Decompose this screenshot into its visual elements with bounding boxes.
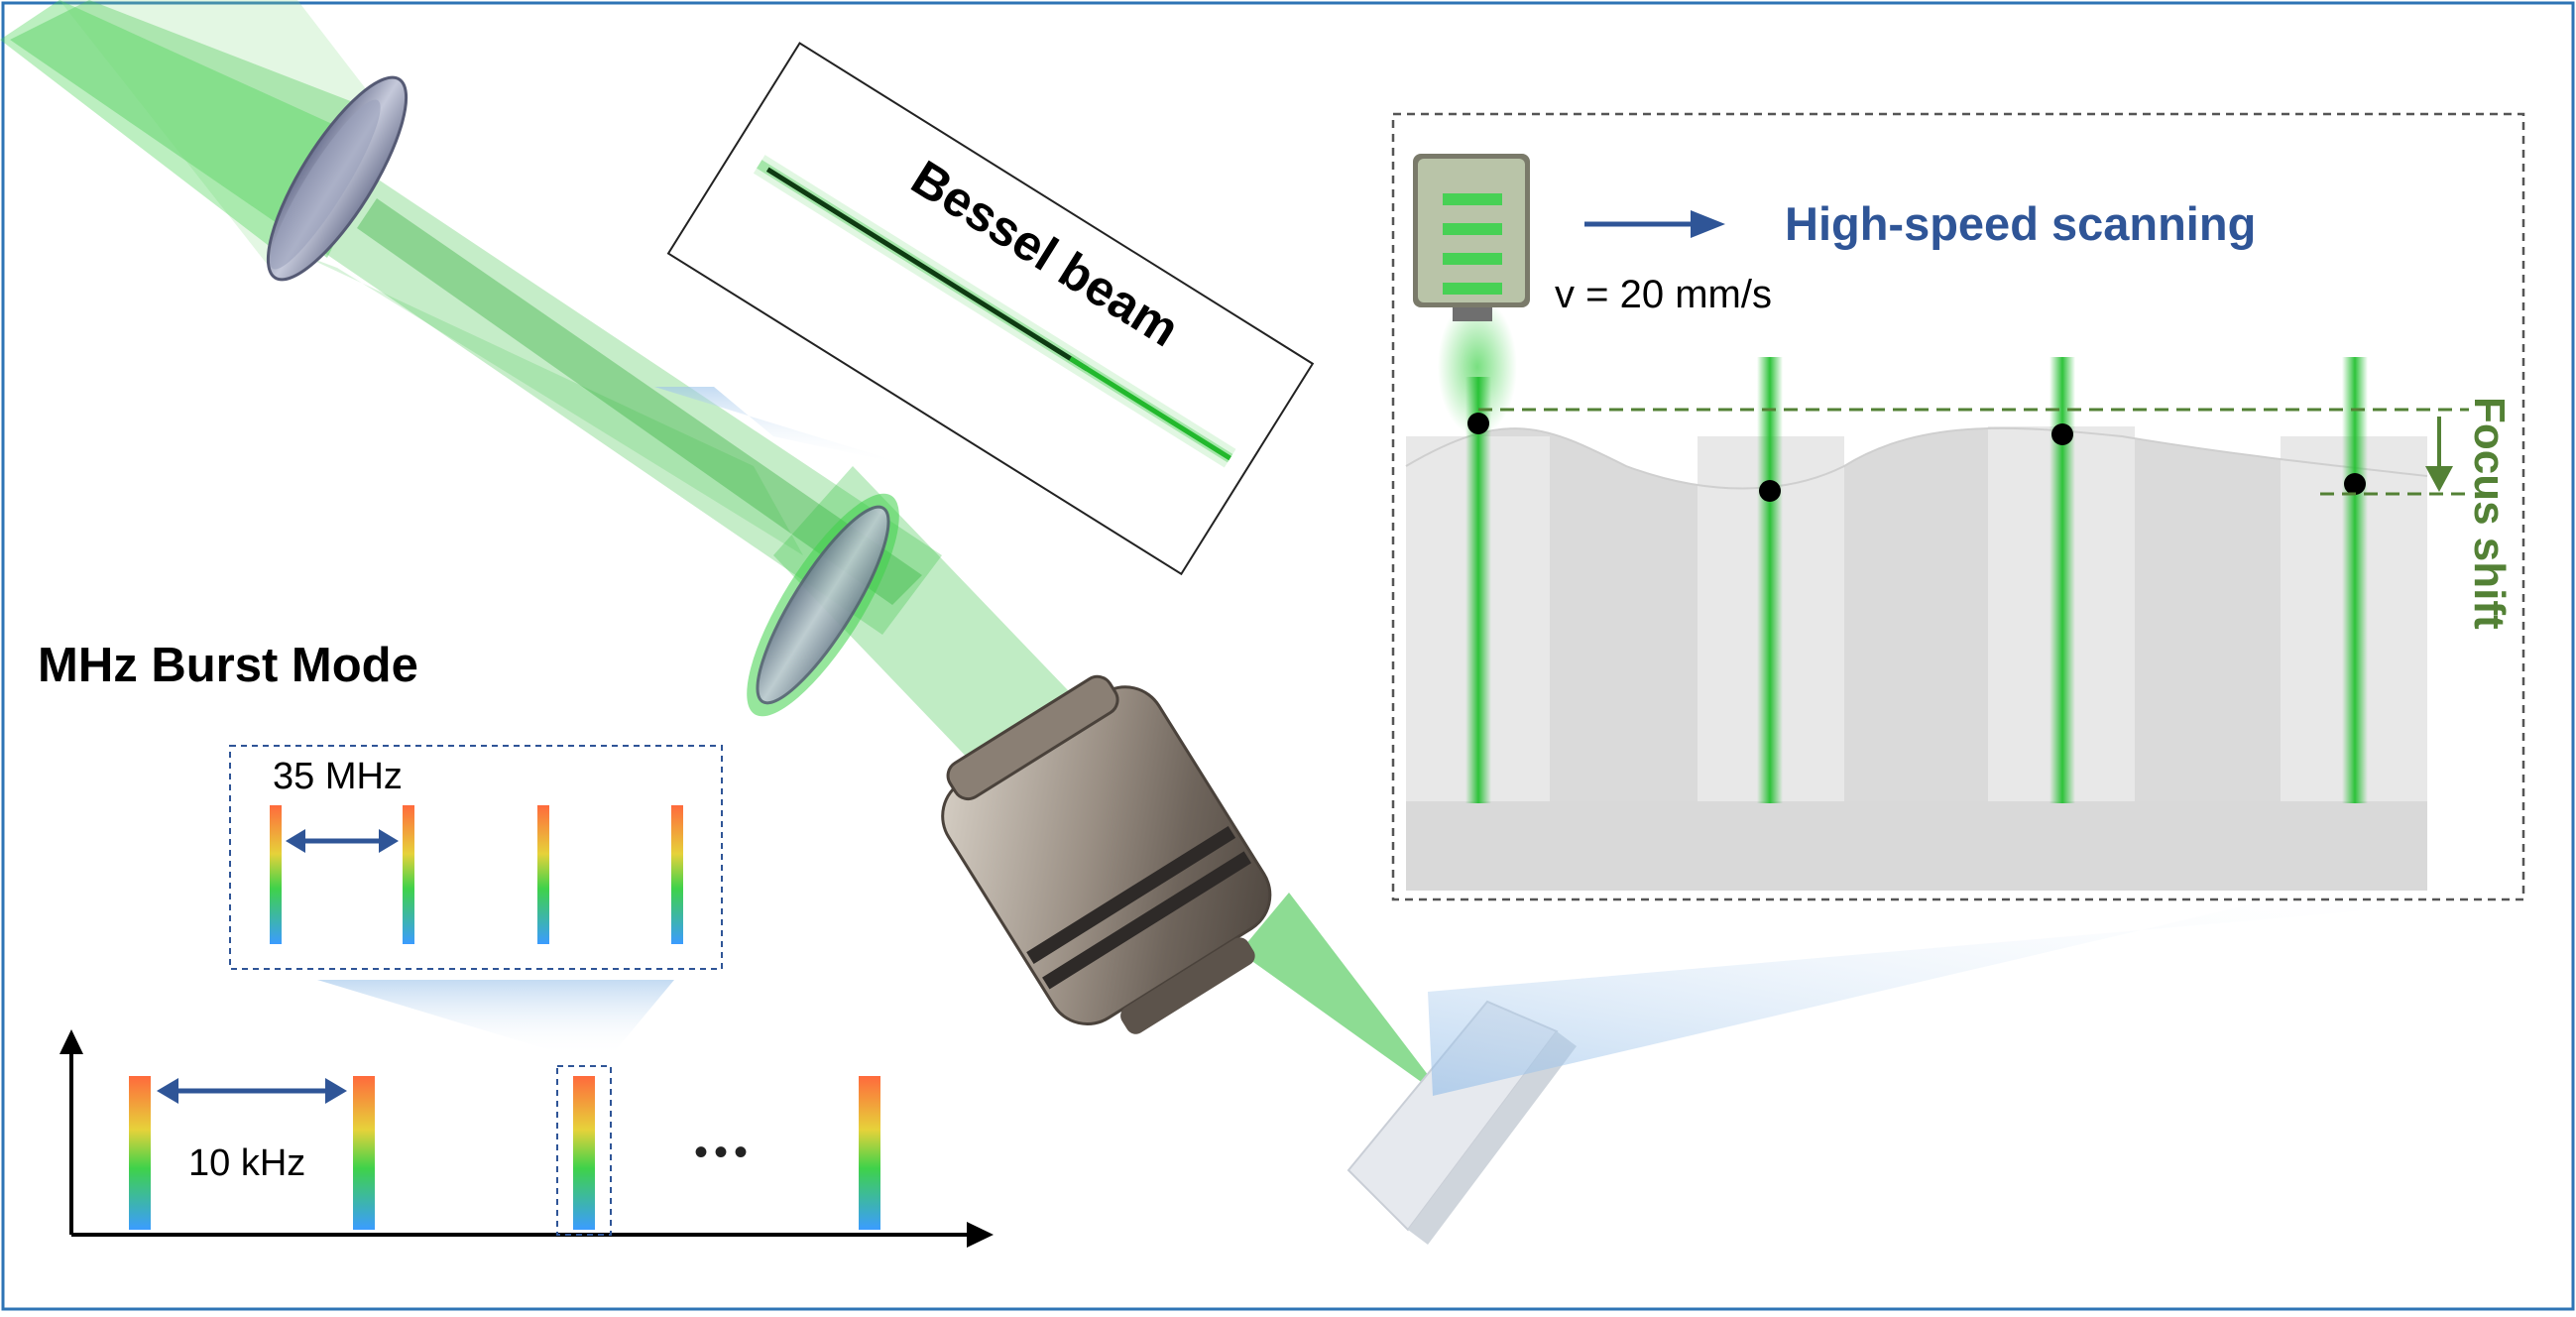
focus-point — [2051, 423, 2073, 445]
ellipsis-label: ••• — [694, 1131, 755, 1174]
zoom-shadow-right — [1428, 898, 2518, 1096]
burst-train — [129, 1076, 151, 1230]
substrate — [1405, 426, 2428, 891]
scanning-arrow — [1584, 210, 1725, 238]
burst-pulse — [403, 805, 414, 944]
inner-frequency-label: 35 MHz — [273, 756, 403, 797]
laser-head — [1413, 154, 1530, 436]
focus-points — [1467, 413, 2366, 502]
focus-point — [2344, 473, 2366, 495]
focus-point — [1467, 413, 1489, 434]
bessel-line — [1465, 377, 1491, 803]
zoom-shadow-burst — [317, 980, 674, 1056]
relay-lens — [747, 493, 899, 717]
burst-train — [859, 1076, 880, 1230]
focus-cone — [1239, 893, 1448, 1101]
zoom-shadow-bessel — [654, 387, 912, 466]
objective-lens — [941, 674, 1272, 1034]
outer-frequency-label: 10 kHz — [188, 1142, 306, 1184]
burst-train — [353, 1076, 375, 1230]
timing-axes — [59, 1029, 994, 1248]
burst-train — [573, 1076, 595, 1230]
burst-inner-pulses — [270, 805, 683, 944]
burst-pulse — [270, 805, 282, 944]
focus-shift-label: Focus shift — [2465, 397, 2514, 630]
burst-mode-title: MHz Burst Mode — [38, 639, 418, 692]
burst-pulse — [671, 805, 683, 944]
burst-inset — [229, 745, 723, 970]
selected-burst-box — [556, 1065, 612, 1236]
velocity-label: v = 20 mm/s — [1555, 273, 1772, 316]
axicon-lens — [266, 75, 409, 282]
bessel-beam-inset — [666, 42, 1315, 576]
bessel-line — [2342, 357, 2368, 803]
focus-shift-arrow — [2425, 417, 2453, 492]
burst-pulse — [537, 805, 549, 944]
scanning-label: High-speed scanning — [1785, 197, 2257, 250]
axicon-cone — [317, 159, 942, 635]
burst-trains — [129, 1076, 880, 1230]
outer-period-arrow — [157, 1078, 347, 1104]
inner-period-arrow — [286, 829, 399, 853]
focus-point — [1759, 480, 1781, 502]
bessel-line — [1757, 357, 1783, 803]
